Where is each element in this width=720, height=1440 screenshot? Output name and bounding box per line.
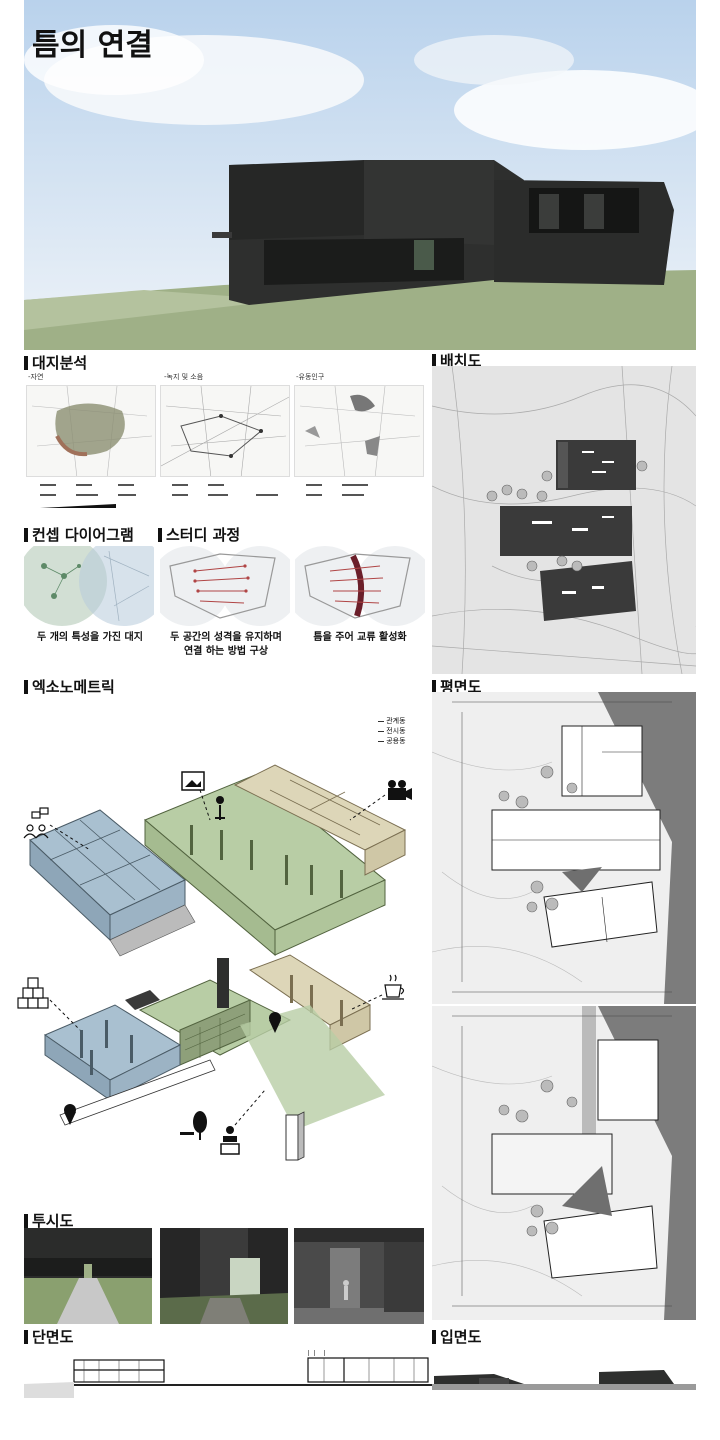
section-title-section: 단면도 xyxy=(24,1326,73,1347)
site-plan-image xyxy=(432,366,696,674)
axonometric-drawing xyxy=(17,764,412,1161)
study-caption-1-text: 두 공간의 성격을 유지하며 연결 하는 방법 구상 xyxy=(170,632,282,657)
site-map-nature-image xyxy=(31,386,153,476)
perspective-render-1-image xyxy=(24,1228,152,1324)
axo-legend-item: 관계동 xyxy=(378,716,406,726)
section-title-site-plan: 배치도 xyxy=(432,350,481,371)
study-caption-1: 두 공간의 성격을 유지하며 연결 하는 방법 구상 xyxy=(156,631,296,659)
site-map-nature xyxy=(26,385,156,477)
section-title-floor-plan: 평면도 xyxy=(432,676,481,697)
map-label-green-noise: -녹지 및 소음 xyxy=(164,373,204,381)
section-label: 컨셉 다이어그램 xyxy=(32,526,134,544)
concept-diagram xyxy=(24,546,154,626)
axo-legend-label: 관계동 xyxy=(386,717,406,725)
section-bar-icon xyxy=(158,527,162,542)
section-label: 평면도 xyxy=(440,678,482,696)
study-caption-2: 틈을 주어 교류 활성화 xyxy=(313,632,407,643)
section-bar-icon xyxy=(24,1213,28,1228)
perspective-render-3 xyxy=(294,1228,424,1324)
floor-plan-1 xyxy=(432,692,696,1004)
floor-plan-2 xyxy=(432,1006,696,1320)
boxes-icon xyxy=(17,977,49,1009)
site-analysis-legend xyxy=(40,484,368,508)
site-map-noise xyxy=(160,385,290,477)
section-label: 입면도 xyxy=(440,1328,482,1346)
site-map-population xyxy=(294,385,424,477)
site-map-population-image xyxy=(299,386,421,476)
concept-diagram-image xyxy=(24,546,154,626)
section-bar-icon xyxy=(432,679,436,694)
section-title-elevation: 입면도 xyxy=(432,1326,481,1347)
seated-person-icon xyxy=(220,1126,240,1155)
people-icon xyxy=(23,807,49,839)
section-elevation-drawing xyxy=(24,1350,696,1398)
site-plan-drawing xyxy=(432,366,696,674)
section-bar-icon xyxy=(24,355,28,370)
axo-legend-label: 공용동 xyxy=(386,737,406,745)
concept-caption: 두 개의 특성을 가진 대지 xyxy=(37,632,143,643)
perspective-render-2 xyxy=(160,1228,288,1324)
study-diagram-2-image xyxy=(295,546,425,626)
section-title-study: 스터디 과정 xyxy=(158,524,240,545)
section-label: 대지분석 xyxy=(32,354,88,372)
section-title-concept: 컨셉 다이어그램 xyxy=(24,524,134,545)
page-title: 틈의 연결 xyxy=(32,28,153,63)
perspective-render-3-image xyxy=(294,1228,424,1324)
hero-render: 틈의 연결 xyxy=(24,0,696,350)
site-map-noise-image xyxy=(161,386,289,476)
section-bar-icon xyxy=(432,353,436,368)
tree-icon xyxy=(193,1111,207,1133)
coffee-icon xyxy=(382,974,405,1000)
map-label-nature: -자연 xyxy=(28,373,44,381)
section-label: 엑소노메트릭 xyxy=(32,678,115,696)
study-diagram-2 xyxy=(295,546,425,626)
section-label: 단면도 xyxy=(32,1328,74,1346)
study-diagram-1-image xyxy=(160,546,290,626)
map-label-population: -유동인구 xyxy=(296,373,325,381)
section-label: 배치도 xyxy=(440,352,482,370)
study-diagram-1 xyxy=(160,546,290,626)
axo-legend-label: 전시동 xyxy=(386,727,406,735)
floor-plan-2-image xyxy=(432,1006,696,1320)
section-bar-icon xyxy=(24,527,28,542)
section-label: 투시도 xyxy=(32,1212,74,1230)
section-title-axonometric: 엑소노메트릭 xyxy=(24,676,115,697)
section-bar-icon xyxy=(24,1329,28,1344)
section-label: 스터디 과정 xyxy=(166,526,241,544)
section-bar-icon xyxy=(432,1329,436,1344)
camera-icon xyxy=(388,788,406,800)
bench-icon xyxy=(180,1132,194,1135)
axo-legend-item: 전시동 xyxy=(378,726,406,736)
section-bar-icon xyxy=(24,679,28,694)
perspective-render-2-image xyxy=(160,1228,288,1324)
hero-render-image xyxy=(24,0,696,350)
axo-legend-item: 공용동 xyxy=(378,736,406,746)
section-title-site-analysis: 대지분석 xyxy=(24,352,87,373)
floor-plan-1-image xyxy=(432,692,696,1004)
section-title-perspective: 투시도 xyxy=(24,1210,73,1231)
axo-legend: 관계동 전시동 공용동 xyxy=(378,716,406,746)
person-marker-icon xyxy=(216,796,224,804)
perspective-render-1 xyxy=(24,1228,152,1324)
